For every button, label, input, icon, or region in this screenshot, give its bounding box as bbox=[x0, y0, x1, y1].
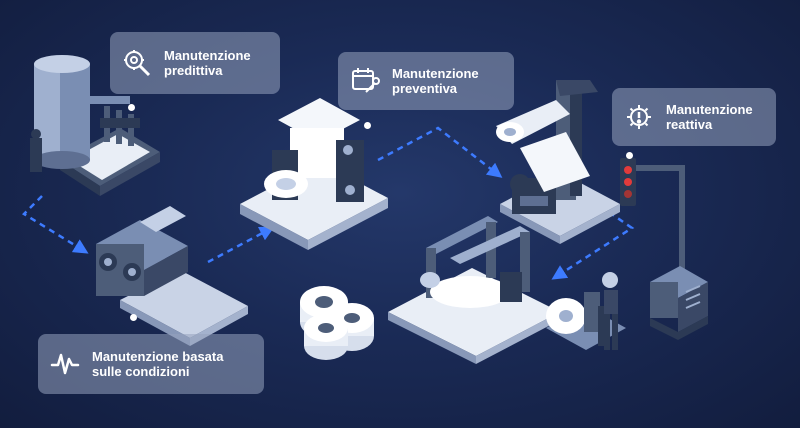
signal-tower bbox=[620, 158, 708, 340]
calendar-wrench-icon bbox=[350, 66, 380, 96]
pulp-silo-machine bbox=[30, 55, 160, 196]
callout-preventive-label: Manutenzione preventiva bbox=[392, 66, 479, 96]
roll-station-worker bbox=[546, 272, 626, 350]
callout-condition-label: Manutenzione basata sulle condizioni bbox=[92, 349, 224, 379]
winder-machine bbox=[388, 216, 560, 364]
anchor-dot-condition bbox=[130, 314, 137, 321]
callout-predictive-maintenance: Manutenzione predittiva bbox=[110, 32, 280, 94]
callout-predictive-label: Manutenzione predittiva bbox=[164, 48, 251, 78]
callout-reactive-label: Manutenzione reattiva bbox=[666, 102, 753, 132]
crusher-machine bbox=[96, 206, 248, 346]
pulse-icon bbox=[50, 349, 80, 379]
anchor-dot-preventive bbox=[364, 122, 371, 129]
paper-press-machine bbox=[240, 98, 388, 250]
callout-condition-based-maintenance: Manutenzione basata sulle condizioni bbox=[38, 334, 264, 394]
callout-preventive-maintenance: Manutenzione preventiva bbox=[338, 52, 514, 110]
paper-rolls bbox=[300, 286, 374, 360]
gear-search-icon bbox=[122, 48, 152, 78]
anchor-dot-reactive bbox=[626, 152, 633, 159]
callout-reactive-maintenance: Manutenzione reattiva bbox=[612, 88, 776, 146]
gear-alert-icon bbox=[624, 102, 654, 132]
anchor-dot-predictive bbox=[128, 104, 135, 111]
flow-arrow-crusher-to-press bbox=[207, 226, 275, 264]
flow-arrow-silo-to-crusher bbox=[21, 195, 89, 254]
robot-arm-machine bbox=[496, 80, 620, 244]
flow-arrow-press-to-robot bbox=[377, 126, 503, 178]
